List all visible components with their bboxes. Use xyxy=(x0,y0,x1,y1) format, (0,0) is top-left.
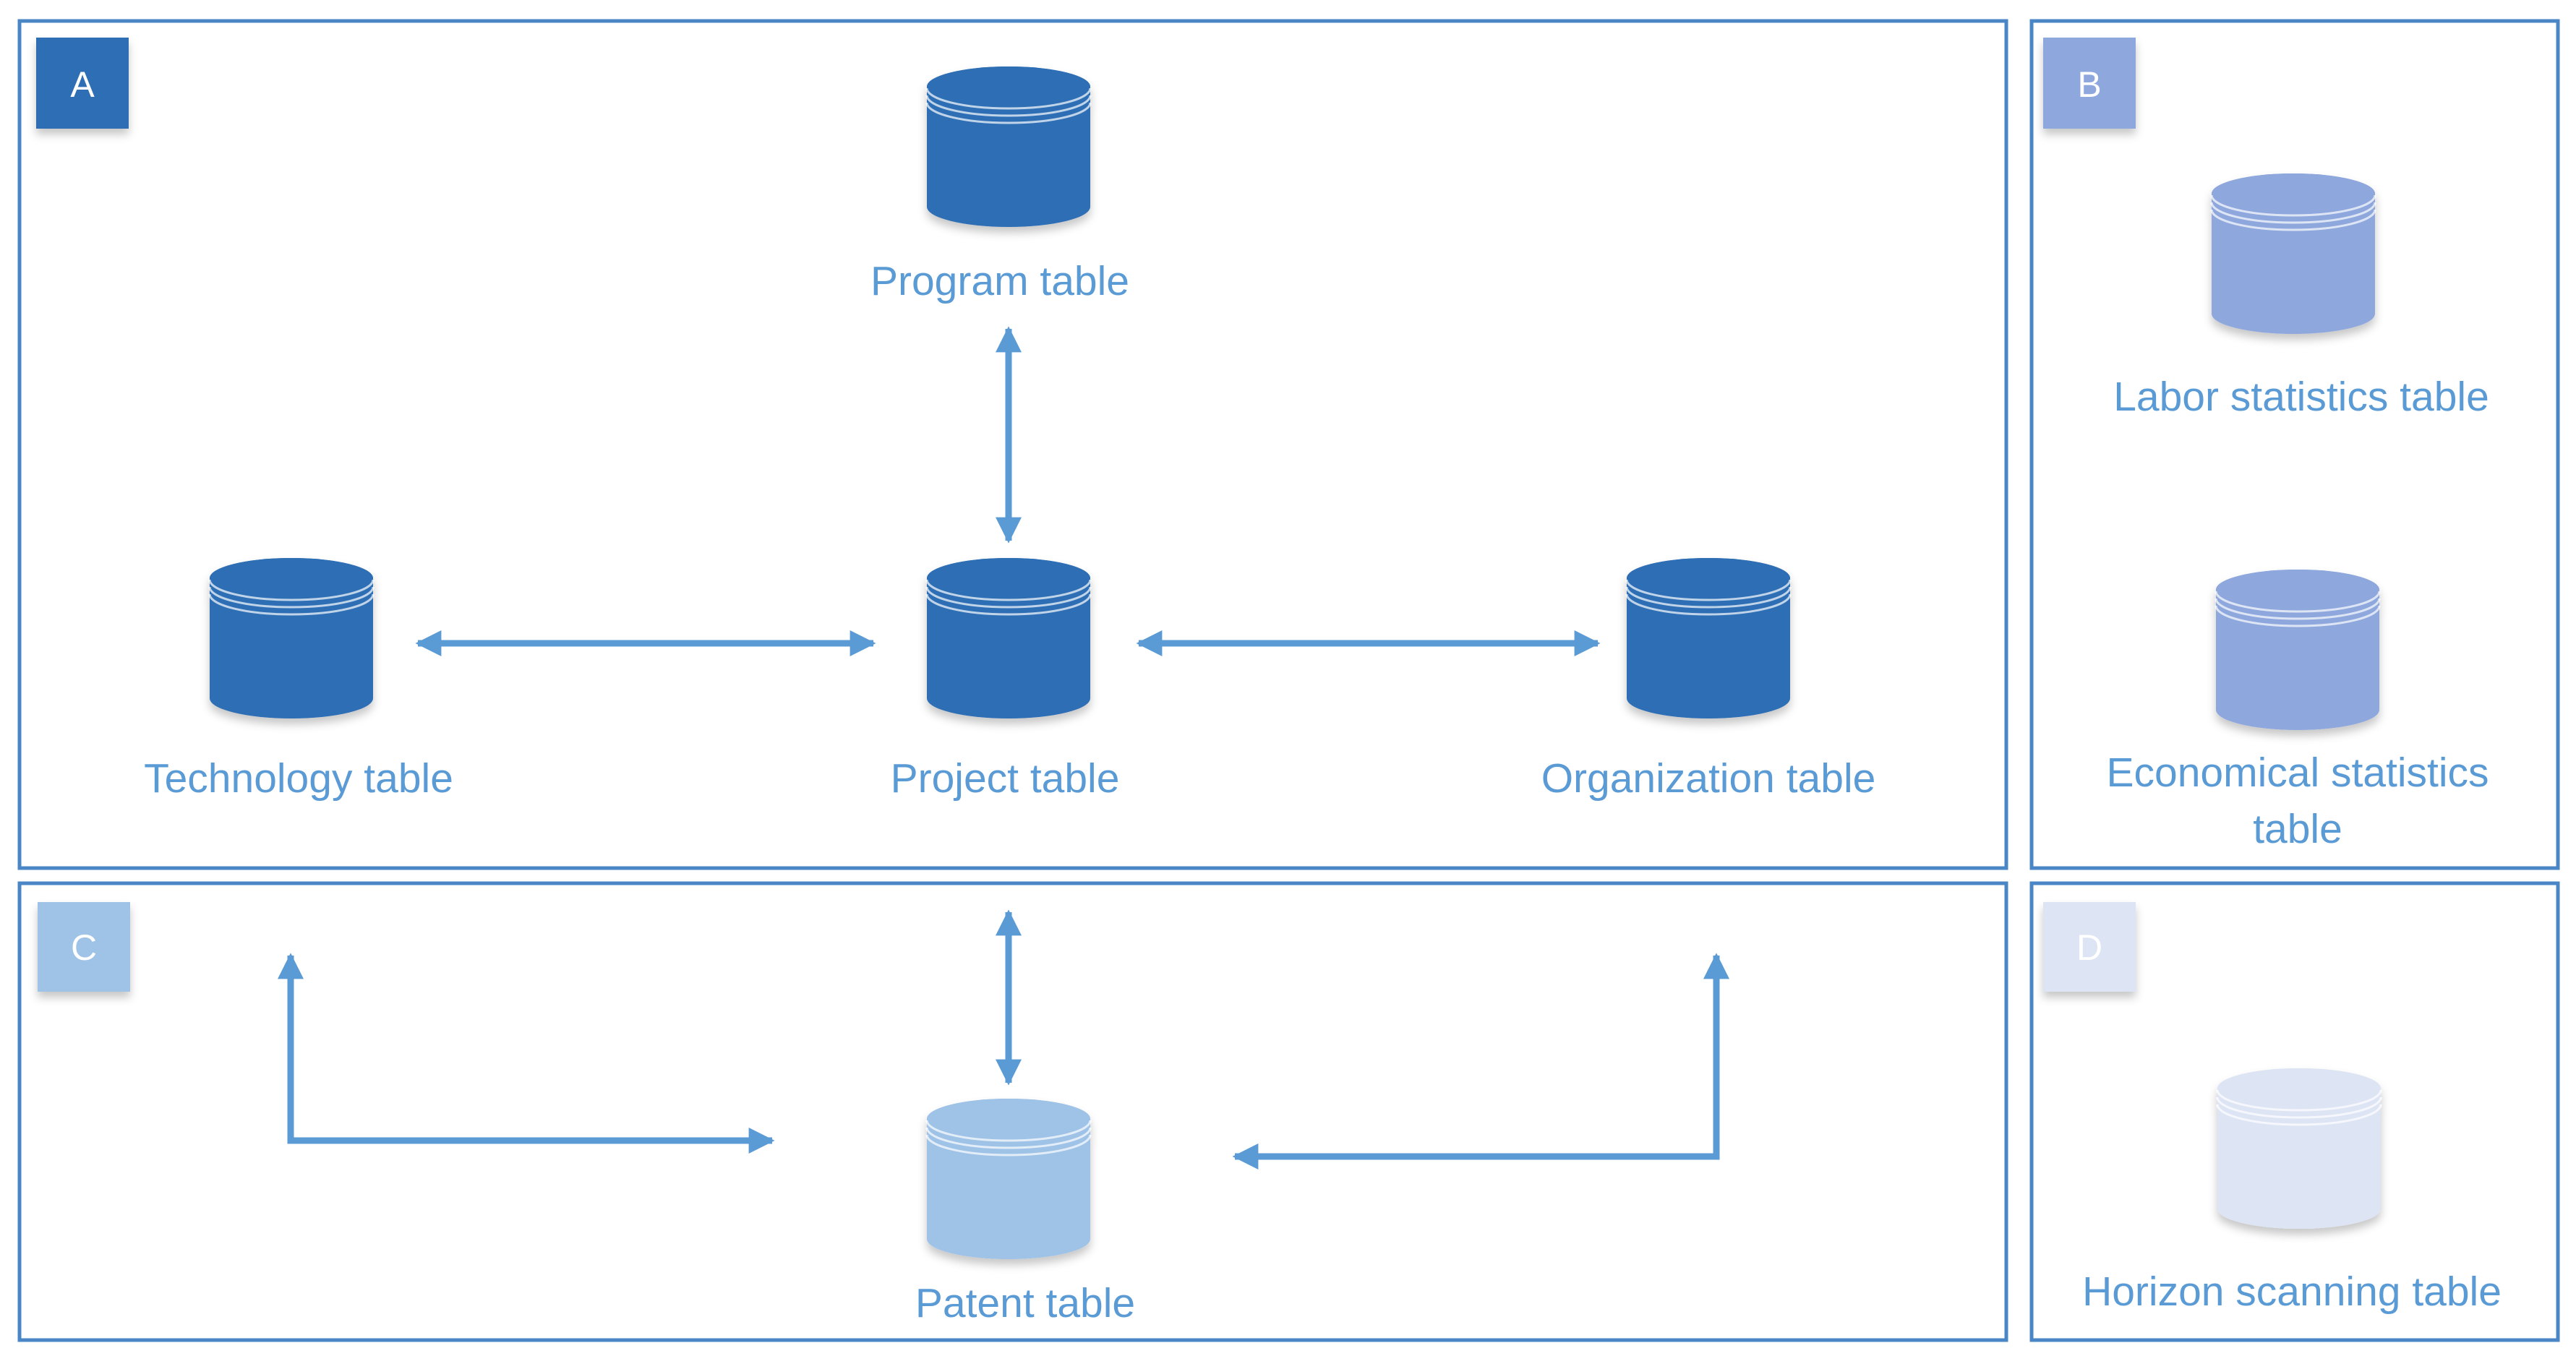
relationship-arrows xyxy=(278,326,1729,1170)
horizon-scanning-table-database-icon xyxy=(2216,1068,2382,1229)
economical-statistics-table-database-icon xyxy=(2215,570,2381,730)
panel-c-badge-label: C xyxy=(71,927,97,968)
arrow-patent-technology xyxy=(278,953,775,1154)
organization-table-label: Organization table xyxy=(1541,755,1876,802)
program-table-database-icon xyxy=(925,66,1092,227)
panel-c-frame xyxy=(17,881,2008,1342)
panel-b-frame xyxy=(2029,19,2560,870)
economical-statistics-table-label-line1: Economical statistics xyxy=(2106,750,2489,796)
project-table-label: Project table xyxy=(891,755,1120,802)
labor-statistics-table-database-icon xyxy=(2210,173,2376,334)
panel-c-badge xyxy=(38,902,130,992)
economical-statistics-table-label-line2: table xyxy=(2253,806,2342,852)
technology-table-database-icon xyxy=(208,558,375,718)
panel-a-frame xyxy=(17,19,2008,870)
panel-d-badge xyxy=(2043,902,2136,992)
database-icons xyxy=(208,66,2382,1259)
panel-b-badge xyxy=(2043,38,2136,129)
panel-b-badge-label: B xyxy=(2077,64,2101,105)
labor-statistics-table-label: Labor statistics table xyxy=(2113,374,2489,420)
technology-table-label: Technology table xyxy=(144,755,453,802)
panel-d-frame xyxy=(2029,881,2560,1342)
patent-table-database-icon xyxy=(925,1099,1092,1259)
patent-table-label: Patent table xyxy=(915,1280,1135,1326)
panel-a-badge-label: A xyxy=(70,64,95,105)
organization-table-database-icon xyxy=(1625,558,1792,718)
panel-d-badge-label: D xyxy=(2076,927,2102,968)
project-table-database-icon xyxy=(925,558,1092,718)
program-table-label: Program table xyxy=(870,258,1129,304)
horizon-scanning-table-label: Horizon scanning table xyxy=(2082,1269,2502,1315)
panel-a-badge xyxy=(36,38,129,129)
arrow-organization-patent xyxy=(1232,953,1729,1170)
